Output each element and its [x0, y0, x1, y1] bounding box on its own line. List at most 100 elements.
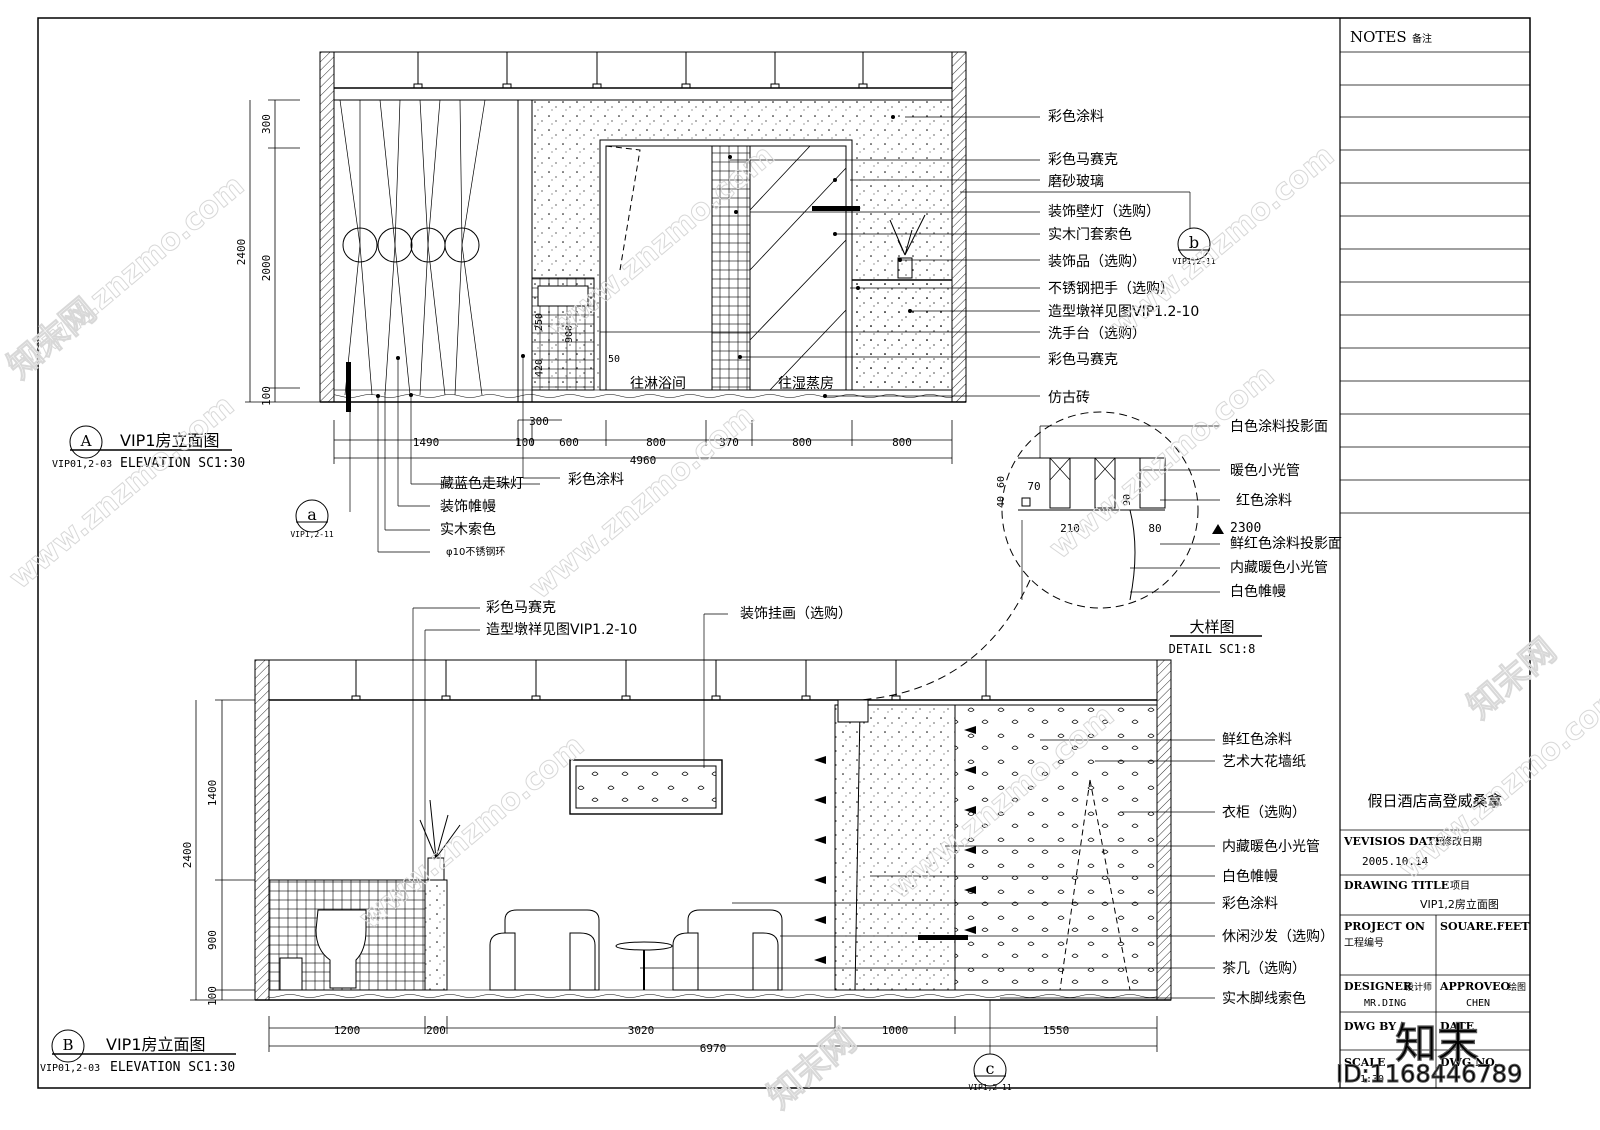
scale-value: 1:30 [1360, 1074, 1384, 1085]
dim-a-left-2000: 2000 [260, 255, 273, 282]
elevation-b: 1400 900 100 2400 1200 200 3020 1000 155… [40, 599, 1334, 1092]
label-a-r2: 磨砂玻璃 [1048, 173, 1104, 190]
label-b-r0: 鲜红色涂料 [1222, 731, 1292, 748]
detail-dim-70: 70 [1027, 480, 1040, 493]
dim-a-800-1: 800 [646, 436, 666, 449]
revision-label-cn: 修改日期 [1442, 835, 1482, 848]
dim-b-left-900: 900 [206, 930, 219, 950]
revision-date: 2005.10.14 [1362, 855, 1429, 868]
approved-label-cn: 绘图 [1508, 981, 1526, 993]
dim-b-3020: 3020 [628, 1024, 655, 1037]
label-a-r5: 装饰品（选购） [1048, 254, 1146, 270]
dim-basin-900: 900 [564, 325, 575, 343]
title-b-letter: B [62, 1036, 73, 1054]
dim-basin-250: 250 [534, 313, 545, 331]
dim-a-left-300: 300 [260, 114, 273, 134]
project-name: 假日酒店高登威桑拿 [1367, 792, 1502, 810]
detail-dim-60: 60 [996, 476, 1007, 488]
detail-label-3: 鲜红色涂料投影面 [1230, 535, 1342, 552]
watermark-site-7: www.znzmo.com [353, 728, 591, 936]
dim-b-200: 200 [426, 1024, 446, 1037]
project-on-label-cn: 工程编号 [1344, 936, 1384, 949]
dim-a-left-100: 100 [260, 386, 273, 406]
detail-scale: DETAIL SC1:8 [1169, 642, 1256, 656]
designer-label-cn: 设计师 [1405, 981, 1432, 993]
approved-label: APPROVEO [1439, 980, 1511, 993]
title-b-scale: ELEVATION SC1:30 [110, 1060, 235, 1075]
dim-a-300: 300 [529, 415, 549, 428]
callout-a-sheet: VIP1,2-11 [290, 530, 334, 539]
label-b-r8: 实木脚线索色 [1222, 990, 1306, 1007]
square-feet-label: SOUARE.FEET [1440, 920, 1530, 933]
label-b-r6: 休闲沙发（选购） [1222, 929, 1334, 945]
watermark-brand-1: 知末网 [0, 291, 104, 387]
designer-label: DESIGNER [1344, 980, 1413, 993]
label-b-r7: 茶几（选购） [1222, 961, 1306, 977]
title-a-letter: A [80, 432, 92, 450]
drawing-title: VIP1,2房立面图 [1420, 897, 1499, 911]
title-a: VIP1房立面图 [120, 431, 220, 450]
callout-b [1177, 227, 1211, 261]
watermark-logo: 知末 [1395, 1019, 1479, 1068]
drawing-title-label-cn: 项目 [1450, 880, 1470, 892]
notes-label: NOTES [1350, 28, 1407, 46]
detail-dim-90: 90 [1122, 494, 1133, 506]
title-block: NOTES 备注 假日酒店高登威桑拿 VEVISIOS DATE 修改日期 20… [1339, 18, 1530, 1088]
label-a-r7: 造型墩祥见图VIP1.2-10 [1048, 304, 1199, 320]
callout-c-letter: c [986, 1059, 995, 1078]
detail-dim-40: 40 [996, 496, 1007, 508]
label-a-r8: 洗手台（选购） [1048, 326, 1146, 342]
label-a-b4: φ10不锈钢环 [446, 545, 505, 558]
label-b-r5: 彩色涂料 [1222, 895, 1278, 912]
date-label: DATE [1440, 1020, 1474, 1033]
title-a-sheet: VIP01,2-03 [52, 459, 112, 470]
dwg-by-label: DWG BY [1344, 1020, 1396, 1033]
label-a-r0: 彩色涂料 [1048, 108, 1104, 125]
detail-dim-210: 210 [1060, 522, 1080, 535]
detail-label-4: 内藏暖色小光管 [1230, 559, 1328, 576]
designer-name: MR.DING [1364, 998, 1406, 1009]
callout-a-letter: a [307, 505, 317, 524]
detail-label-2: 红色涂料 [1236, 492, 1292, 509]
label-a-b1: 彩色涂料 [568, 471, 624, 488]
scale-label: SCALE [1344, 1056, 1385, 1069]
room-shower-label: 往淋浴间 [630, 376, 686, 392]
label-a-r6: 不锈钢把手（选购） [1048, 281, 1174, 297]
callout-b-sheet: VIP1,2-11 [1172, 257, 1216, 266]
label-a-r10: 仿古砖 [1048, 390, 1090, 406]
notes-label-cn: 备注 [1412, 32, 1432, 45]
dim-a-600: 600 [559, 436, 579, 449]
label-a-b3: 实木索色 [440, 521, 496, 538]
label-a-r9: 彩色马赛克 [1048, 351, 1118, 368]
dim-a-left-2400: 2400 [235, 239, 248, 266]
callout-c [973, 1053, 1007, 1087]
dim-a-total: 4960 [630, 454, 657, 467]
label-b-r3: 内藏暖色小光管 [1222, 838, 1320, 855]
label-b-t2: 装饰挂画（选购） [740, 606, 852, 622]
detail-label-5: 白色帷幔 [1230, 583, 1286, 600]
dim-b-1000: 1000 [882, 1024, 909, 1037]
dim-b-1550: 1550 [1043, 1024, 1070, 1037]
dim-b-total: 6970 [700, 1042, 727, 1055]
label-b-r2: 衣柜（选购） [1222, 805, 1306, 821]
title-b: VIP1房立面图 [106, 1035, 206, 1054]
title-a-scale: ELEVATION SC1:30 [120, 456, 245, 471]
label-a-b2: 装饰帷幔 [440, 499, 496, 515]
dim-a-800-2: 800 [792, 436, 812, 449]
dim-b-left-2400: 2400 [181, 842, 194, 869]
dim-b-left-1400: 1400 [206, 780, 219, 807]
watermark-site-4: www.znzmo.com [523, 398, 761, 606]
watermark-brand-3: 知末网 [1460, 631, 1564, 727]
detail-title: 大样图 [1189, 618, 1234, 636]
dim-a-370: 370 [719, 436, 739, 449]
label-a-r3: 装饰壁灯（选购） [1048, 204, 1160, 220]
dim-a-100: 100 [515, 436, 535, 449]
detail-level: 2300 [1230, 521, 1261, 536]
label-a-r1: 彩色马赛克 [1048, 151, 1118, 168]
approved-name: CHEN [1466, 998, 1490, 1009]
room-steam-label: 往湿蒸房 [778, 376, 834, 392]
dwg-no-label: DWG NO. [1440, 1056, 1498, 1069]
dim-basin-420: 420 [534, 359, 545, 377]
detail: 60 40 70 90 210 80 2300 白色涂料投影面 暖色小光管 红色… [859, 411, 1342, 701]
